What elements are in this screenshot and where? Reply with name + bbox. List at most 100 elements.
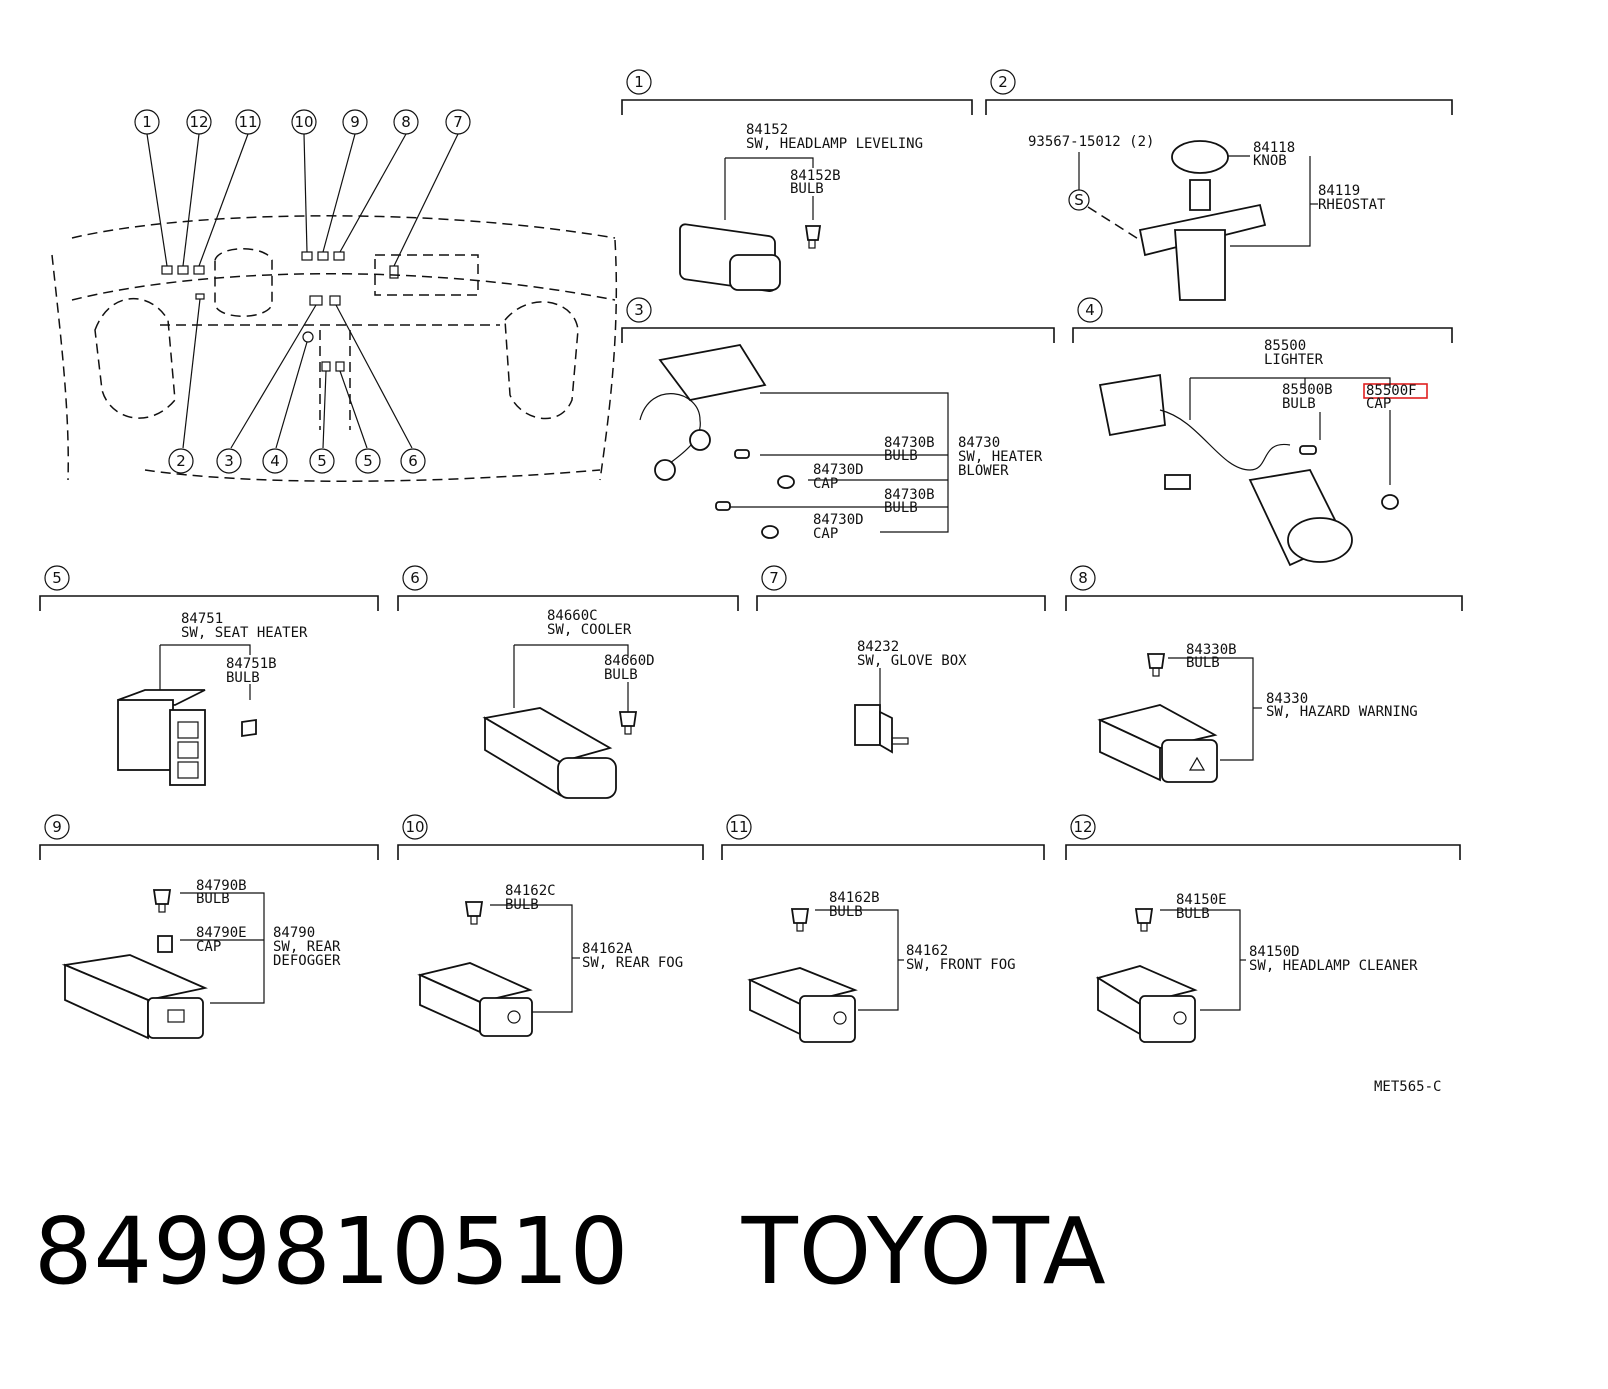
svg-text:SW, FRONT FOG: SW, FRONT FOG	[906, 957, 1016, 973]
svg-text:5: 5	[363, 452, 373, 470]
part-number: 8499810510	[34, 1198, 630, 1305]
overview-callout-3: 3	[216, 448, 242, 474]
svg-text:2: 2	[998, 73, 1008, 91]
svg-text:SW, REAR: SW, REAR	[273, 939, 341, 955]
overview-callout-6: 6	[400, 448, 426, 474]
group-1-headlamp-leveling: 1 84152 SW, HEADLAMP LEVELING 84152B BUL…	[621, 69, 973, 293]
svg-text:BULB: BULB	[790, 181, 824, 197]
group-5-seat-heater: 5 84751 SW, SEAT HEATER 84751B BULB	[39, 565, 379, 786]
svg-text:84730B: 84730B	[884, 487, 935, 503]
svg-text:10: 10	[294, 113, 313, 131]
group-4-lighter: 4 85500 LIGHTER 85500B BULB 85500F CAP	[1072, 297, 1453, 567]
svg-text:6: 6	[408, 452, 418, 470]
group-2-rheostat: 2 93567-15012 (2) 84118 KNOB 84119 RHEOS…	[985, 69, 1453, 301]
svg-text:84232: 84232	[857, 639, 899, 655]
svg-text:8: 8	[1078, 569, 1088, 587]
svg-text:12: 12	[1073, 818, 1092, 836]
svg-text:BULB: BULB	[1282, 396, 1316, 412]
svg-text:BULB: BULB	[604, 667, 638, 683]
overview-callout-4: 4	[262, 448, 288, 474]
brand-name: TOYOTA	[741, 1198, 1107, 1305]
svg-text:85500F: 85500F	[1366, 383, 1417, 399]
svg-text:9: 9	[52, 818, 62, 836]
svg-text:84660C: 84660C	[547, 608, 598, 624]
svg-text:S: S	[1074, 191, 1084, 209]
svg-text:SW, GLOVE BOX: SW, GLOVE BOX	[857, 653, 967, 669]
overview-callout-1: 1	[134, 109, 160, 135]
svg-text:3: 3	[224, 452, 234, 470]
overview-callout-7: 7	[445, 109, 471, 135]
overview-callout-11: 11	[235, 109, 261, 135]
svg-text:84330: 84330	[1266, 691, 1308, 707]
svg-text:1: 1	[634, 73, 644, 91]
overview-callout-10: 10	[291, 109, 317, 135]
svg-text:84790B: 84790B	[196, 878, 247, 894]
svg-text:85500B: 85500B	[1282, 382, 1333, 398]
svg-text:5: 5	[317, 452, 327, 470]
svg-text:BULB: BULB	[1186, 655, 1220, 671]
svg-text:84790: 84790	[273, 925, 315, 941]
overview-callout-2: 2	[168, 448, 194, 474]
svg-text:84330B: 84330B	[1186, 642, 1237, 658]
svg-text:84119: 84119	[1318, 183, 1360, 199]
group-7-glove-box: 7 84232 SW, GLOVE BOX	[756, 565, 1046, 754]
svg-text:84730D: 84730D	[813, 462, 864, 478]
svg-text:SW, REAR FOG: SW, REAR FOG	[582, 955, 683, 971]
svg-text:4: 4	[270, 452, 280, 470]
svg-text:11: 11	[729, 818, 748, 836]
svg-text:3: 3	[634, 301, 644, 319]
svg-text:SW, COOLER: SW, COOLER	[547, 622, 632, 638]
svg-text:84751B: 84751B	[226, 656, 277, 672]
part-footer: 8499810510 TOYOTA	[34, 1198, 1107, 1305]
svg-text:84150D: 84150D	[1249, 944, 1300, 960]
svg-text:SW, SEAT HEATER: SW, SEAT HEATER	[181, 625, 308, 641]
svg-text:84162: 84162	[906, 943, 948, 959]
svg-text:84162A: 84162A	[582, 941, 633, 957]
svg-text:84162B: 84162B	[829, 890, 880, 906]
svg-text:1: 1	[142, 113, 152, 131]
svg-text:85500: 85500	[1264, 338, 1306, 354]
svg-text:84162C: 84162C	[505, 883, 556, 899]
group-6-cooler: 6 84660C SW, COOLER 84660D BULB	[397, 565, 739, 799]
dashboard-overview: 1 12 11 10 9 8 7 2 3 4 5 5 6	[51, 109, 618, 482]
svg-text:CAP: CAP	[813, 476, 838, 492]
svg-text:11: 11	[238, 113, 257, 131]
svg-text:SW, HEADLAMP LEVELING: SW, HEADLAMP LEVELING	[746, 136, 923, 152]
svg-text:84118: 84118	[1253, 140, 1295, 156]
svg-text:93567-15012 (2): 93567-15012 (2)	[1028, 134, 1154, 150]
svg-text:SW, HEADLAMP CLEANER: SW, HEADLAMP CLEANER	[1249, 958, 1418, 974]
svg-text:7: 7	[453, 113, 463, 131]
svg-text:10: 10	[405, 818, 424, 836]
overview-callout-5b: 5	[355, 448, 381, 474]
svg-text:12: 12	[189, 113, 208, 131]
overview-callout-5a: 5	[309, 448, 335, 474]
svg-text:RHEOSTAT: RHEOSTAT	[1318, 197, 1386, 213]
svg-text:BULB: BULB	[226, 670, 260, 686]
group-11-front-fog: 11 84162B BULB 84162 SW, FRONT FOG	[721, 814, 1045, 1043]
svg-text:BULB: BULB	[196, 891, 230, 907]
svg-text:5: 5	[52, 569, 62, 587]
svg-text:7: 7	[769, 569, 779, 587]
svg-text:2: 2	[176, 452, 186, 470]
group-3-heater-blower: 3 84730B BULB 84730D CAP 84730B BULB 847…	[621, 297, 1055, 542]
group-8-hazard-warning: 8 84330B BULB 84330 SW, HAZARD WARNING	[1065, 565, 1463, 783]
svg-text:84751: 84751	[181, 611, 223, 627]
svg-text:SW, HEATER: SW, HEATER	[958, 449, 1043, 465]
svg-text:SW, HAZARD WARNING: SW, HAZARD WARNING	[1266, 704, 1418, 720]
svg-text:84660D: 84660D	[604, 653, 655, 669]
svg-text:BULB: BULB	[1176, 906, 1210, 922]
svg-text:84790E: 84790E	[196, 925, 247, 941]
svg-text:CAP: CAP	[196, 939, 221, 955]
svg-text:84730B: 84730B	[884, 435, 935, 451]
svg-text:LIGHTER: LIGHTER	[1264, 352, 1324, 368]
svg-text:BULB: BULB	[884, 500, 918, 516]
svg-text:8: 8	[401, 113, 411, 131]
svg-text:84152B: 84152B	[790, 168, 841, 184]
svg-text:DEFOGGER: DEFOGGER	[273, 953, 341, 969]
drawing-reference: MET565-C	[1374, 1079, 1441, 1095]
svg-text:CAP: CAP	[1366, 396, 1391, 412]
svg-text:BULB: BULB	[829, 904, 863, 920]
overview-callout-8: 8	[393, 109, 419, 135]
svg-text:BLOWER: BLOWER	[958, 463, 1009, 479]
